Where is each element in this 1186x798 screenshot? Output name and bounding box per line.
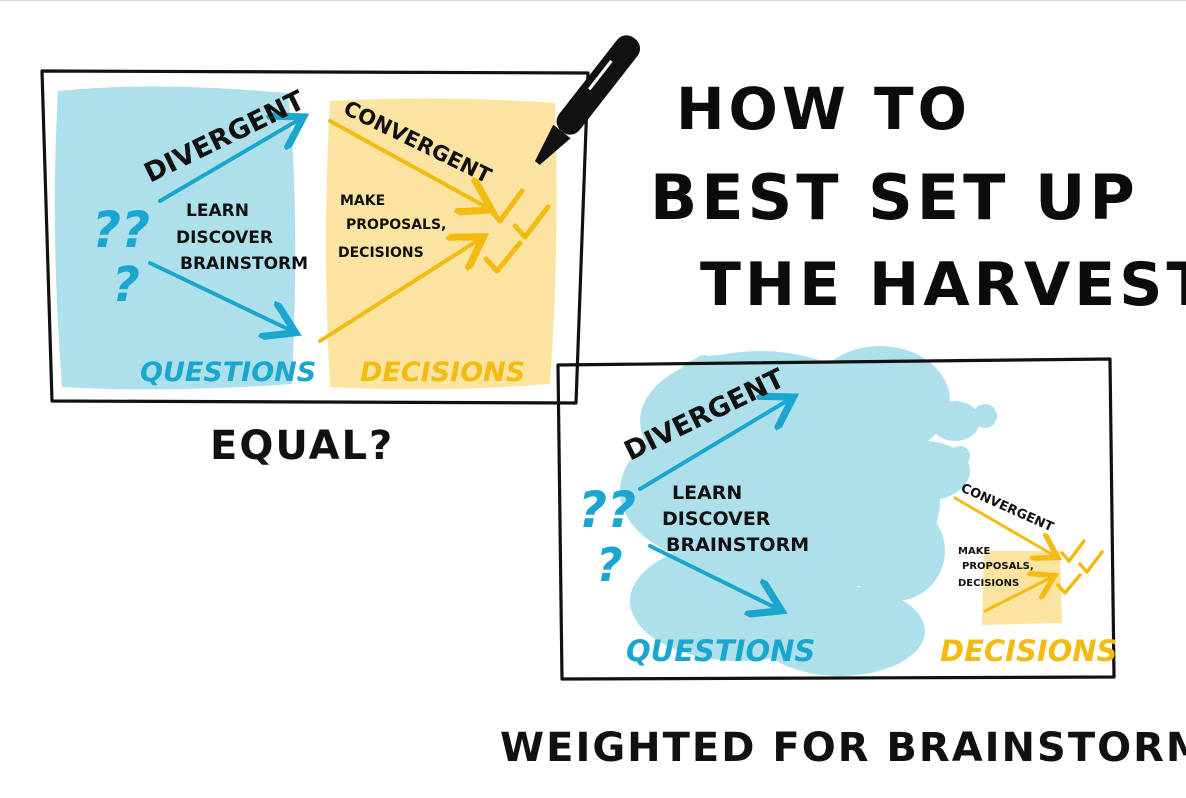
equal-convergent-arrow-top — [328, 119, 488, 208]
title-line-2: BEST SET UP — [650, 161, 1139, 234]
equal-checkmarks — [483, 188, 551, 274]
checkmark-icon — [512, 204, 551, 240]
weighted-convergent-arrow-top — [953, 496, 1055, 556]
equal-make-line-1: MAKE — [340, 193, 385, 209]
weighted-learn-line-2: DISCOVER — [662, 508, 771, 530]
pen-icon — [535, 35, 641, 165]
weighted-decisions-label: DECISIONS — [940, 634, 1117, 668]
checkmark-icon — [483, 240, 523, 274]
equal-divergent-arrow-down — [148, 261, 292, 331]
weighted-learn-line-3: BRAINSTORM — [666, 534, 809, 556]
equal-divergent-area — [54, 86, 296, 390]
equal-panel: DIVERGENT CONVERGENT ?? ? LEARN DISCOVER… — [40, 69, 590, 405]
weighted-checkmarks — [1056, 539, 1104, 595]
weighted-make-line-1: MAKE — [958, 546, 990, 557]
checkmark-icon — [1060, 539, 1086, 563]
equal-learn-line-1: LEARN — [186, 201, 249, 221]
equal-caption: EQUAL? — [210, 423, 394, 469]
weighted-caption: WEIGHTED FOR BRAINSTORM? — [500, 725, 1186, 771]
weighted-panel-frame — [556, 357, 1116, 681]
weighted-question-marks: ?? — [578, 481, 636, 539]
weighted-make-line-2: PROPOSALS, — [962, 561, 1034, 572]
equal-make-line-2: PROPOSALS, — [346, 217, 446, 233]
weighted-divergent-arrow-down — [648, 544, 778, 609]
weighted-divergent-arrow-up — [638, 399, 790, 491]
checkmark-icon — [487, 188, 525, 224]
weighted-make-line-3: DECISIONS — [958, 578, 1019, 589]
title-line-3: THE HARVEST? — [700, 250, 1186, 320]
equal-divergent-arrow-up — [158, 119, 300, 203]
equal-make-line-3: DECISIONS — [338, 245, 424, 261]
weighted-learn-line-1: LEARN — [672, 482, 742, 504]
equal-questions-label: QUESTIONS — [140, 357, 316, 388]
equal-panel-frame — [40, 69, 590, 405]
equal-learn-line-2: DISCOVER — [176, 228, 273, 248]
weighted-divergent-area — [620, 346, 997, 676]
equal-convergent-arrow-bottom — [318, 239, 480, 343]
checkmark-icon — [1056, 573, 1082, 595]
equal-learn-line-3: BRAINSTORM — [180, 254, 308, 274]
weighted-questions-label: QUESTIONS — [626, 634, 815, 668]
equal-question-mark-single: ? — [112, 257, 140, 313]
weighted-question-mark-single: ? — [596, 538, 623, 592]
weighted-panel: DIVERGENT CONVERGENT ?? ? LEARN DISCOVER… — [556, 346, 1117, 681]
title-line-1: HOW TO — [676, 75, 971, 143]
weighted-convergent-arrow-bottom — [983, 577, 1052, 613]
equal-question-marks: ?? — [92, 201, 150, 259]
equal-convergent-area — [326, 98, 557, 390]
checkmark-icon — [1078, 550, 1104, 574]
page-title: HOW TO BEST SET UP THE HARVEST? — [650, 75, 1186, 320]
equal-decisions-label: DECISIONS — [360, 357, 525, 388]
weighted-convergent-area — [982, 551, 1062, 625]
